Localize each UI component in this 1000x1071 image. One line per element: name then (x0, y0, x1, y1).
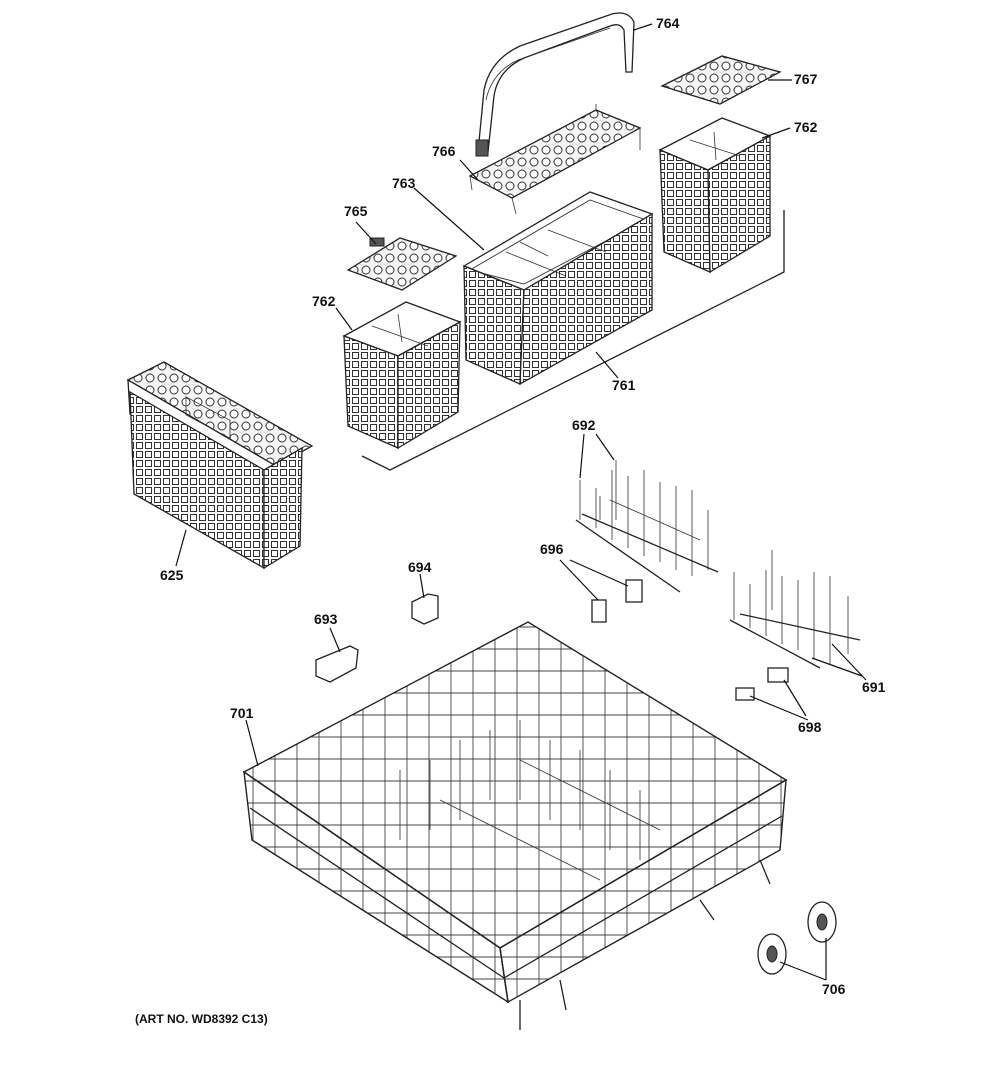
callout-696: 696 (540, 541, 564, 557)
rack-wheels-part (757, 901, 837, 975)
callout-693: 693 (314, 611, 338, 627)
callout-761: 761 (612, 377, 636, 393)
callout-766: 766 (432, 143, 456, 159)
callout-694: 694 (408, 559, 432, 575)
callout-625: 625 (160, 567, 184, 583)
clip-694-part (411, 593, 439, 625)
clip-698-part (735, 667, 789, 701)
callout-764: 764 (656, 15, 680, 31)
basket-handle-part (475, 12, 635, 157)
callout-706: 706 (822, 981, 846, 997)
lower-rack-part (242, 621, 788, 1030)
small-basket-right-part (658, 117, 772, 274)
center-basket-part (462, 191, 654, 386)
basket-lid-part (468, 104, 642, 215)
tine-row-upper-part (575, 460, 719, 593)
clip-696-part (591, 579, 643, 623)
basket-assembly-bracket (361, 210, 785, 471)
callout-698: 698 (798, 719, 822, 735)
callout-765: 765 (344, 203, 368, 219)
silverware-basket-part (126, 361, 314, 570)
callout-701: 701 (230, 705, 254, 721)
tine-row-lower-part (729, 550, 861, 669)
clip-693-part (315, 645, 359, 683)
callout-762-left: 762 (312, 293, 336, 309)
callout-763: 763 (392, 175, 416, 191)
small-basket-left-part (342, 301, 462, 450)
small-lid-part (346, 237, 458, 291)
callout-691: 691 (862, 679, 886, 695)
small-basket-lid-part (660, 55, 782, 105)
callout-762-right: 762 (794, 119, 818, 135)
leader-lines (175, 23, 867, 981)
callout-767: 767 (794, 71, 818, 87)
art-number: (ART NO. WD8392 C13) (135, 1012, 268, 1026)
callout-692: 692 (572, 417, 596, 433)
